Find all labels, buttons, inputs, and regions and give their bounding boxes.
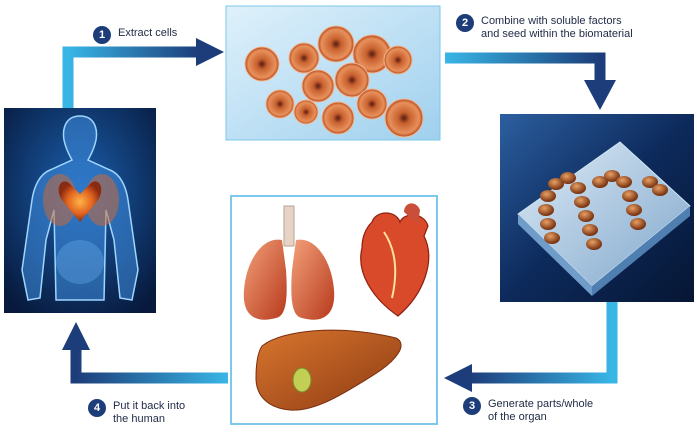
cell: [294, 100, 318, 124]
scaffold-bead: [616, 176, 632, 188]
step-3-label: 3 Generate parts/whole of the organ: [463, 398, 593, 424]
scaffold-bead: [544, 232, 560, 244]
scaffold-bead: [582, 224, 598, 236]
step-3-text: Generate parts/whole of the organ: [488, 398, 593, 424]
step-2-text: Combine with soluble factors and seed wi…: [481, 15, 633, 41]
step-1-label: 1 Extract cells: [93, 27, 177, 44]
cell: [318, 26, 354, 62]
scaffold-bead: [578, 210, 594, 222]
arrow-cells-to-scaffold: [445, 58, 616, 110]
step-4-text: Put it back into the human: [113, 400, 185, 426]
step-4-number: 4: [88, 399, 106, 417]
arrow-organs-to-body: [62, 322, 228, 378]
scaffold-bead: [540, 218, 556, 230]
human-body-image: [4, 108, 156, 313]
cell: [289, 43, 319, 73]
arrow-scaffold-to-organs: [444, 302, 612, 392]
scaffold-bead: [538, 204, 554, 216]
cell: [302, 70, 334, 102]
scaffold-bead: [540, 190, 556, 202]
step-2-number: 2: [456, 14, 474, 32]
step-2-label: 2 Combine with soluble factors and seed …: [456, 15, 633, 41]
scaffold-bead: [622, 190, 638, 202]
step-1-text: Extract cells: [118, 27, 177, 40]
step-1-number: 1: [93, 26, 111, 44]
scaffold-bead: [560, 172, 576, 184]
cell: [385, 99, 423, 137]
cells-image: [226, 6, 440, 140]
cell: [245, 47, 279, 81]
scaffold-bead: [570, 182, 586, 194]
cell: [322, 102, 354, 134]
biomaterial-scaffold-image: [500, 114, 694, 302]
scaffold-bead: [626, 204, 642, 216]
scaffold-bead: [630, 218, 646, 230]
cell: [384, 46, 412, 74]
step-3-number: 3: [463, 397, 481, 415]
organs-image: [231, 196, 437, 424]
cell: [357, 89, 387, 119]
scaffold-bead: [586, 238, 602, 250]
arrow-body-to-cells: [68, 38, 224, 112]
scaffold-bead: [652, 184, 668, 196]
step-4-label: 4 Put it back into the human: [88, 400, 185, 426]
scaffold-bead: [574, 196, 590, 208]
cell: [266, 90, 294, 118]
